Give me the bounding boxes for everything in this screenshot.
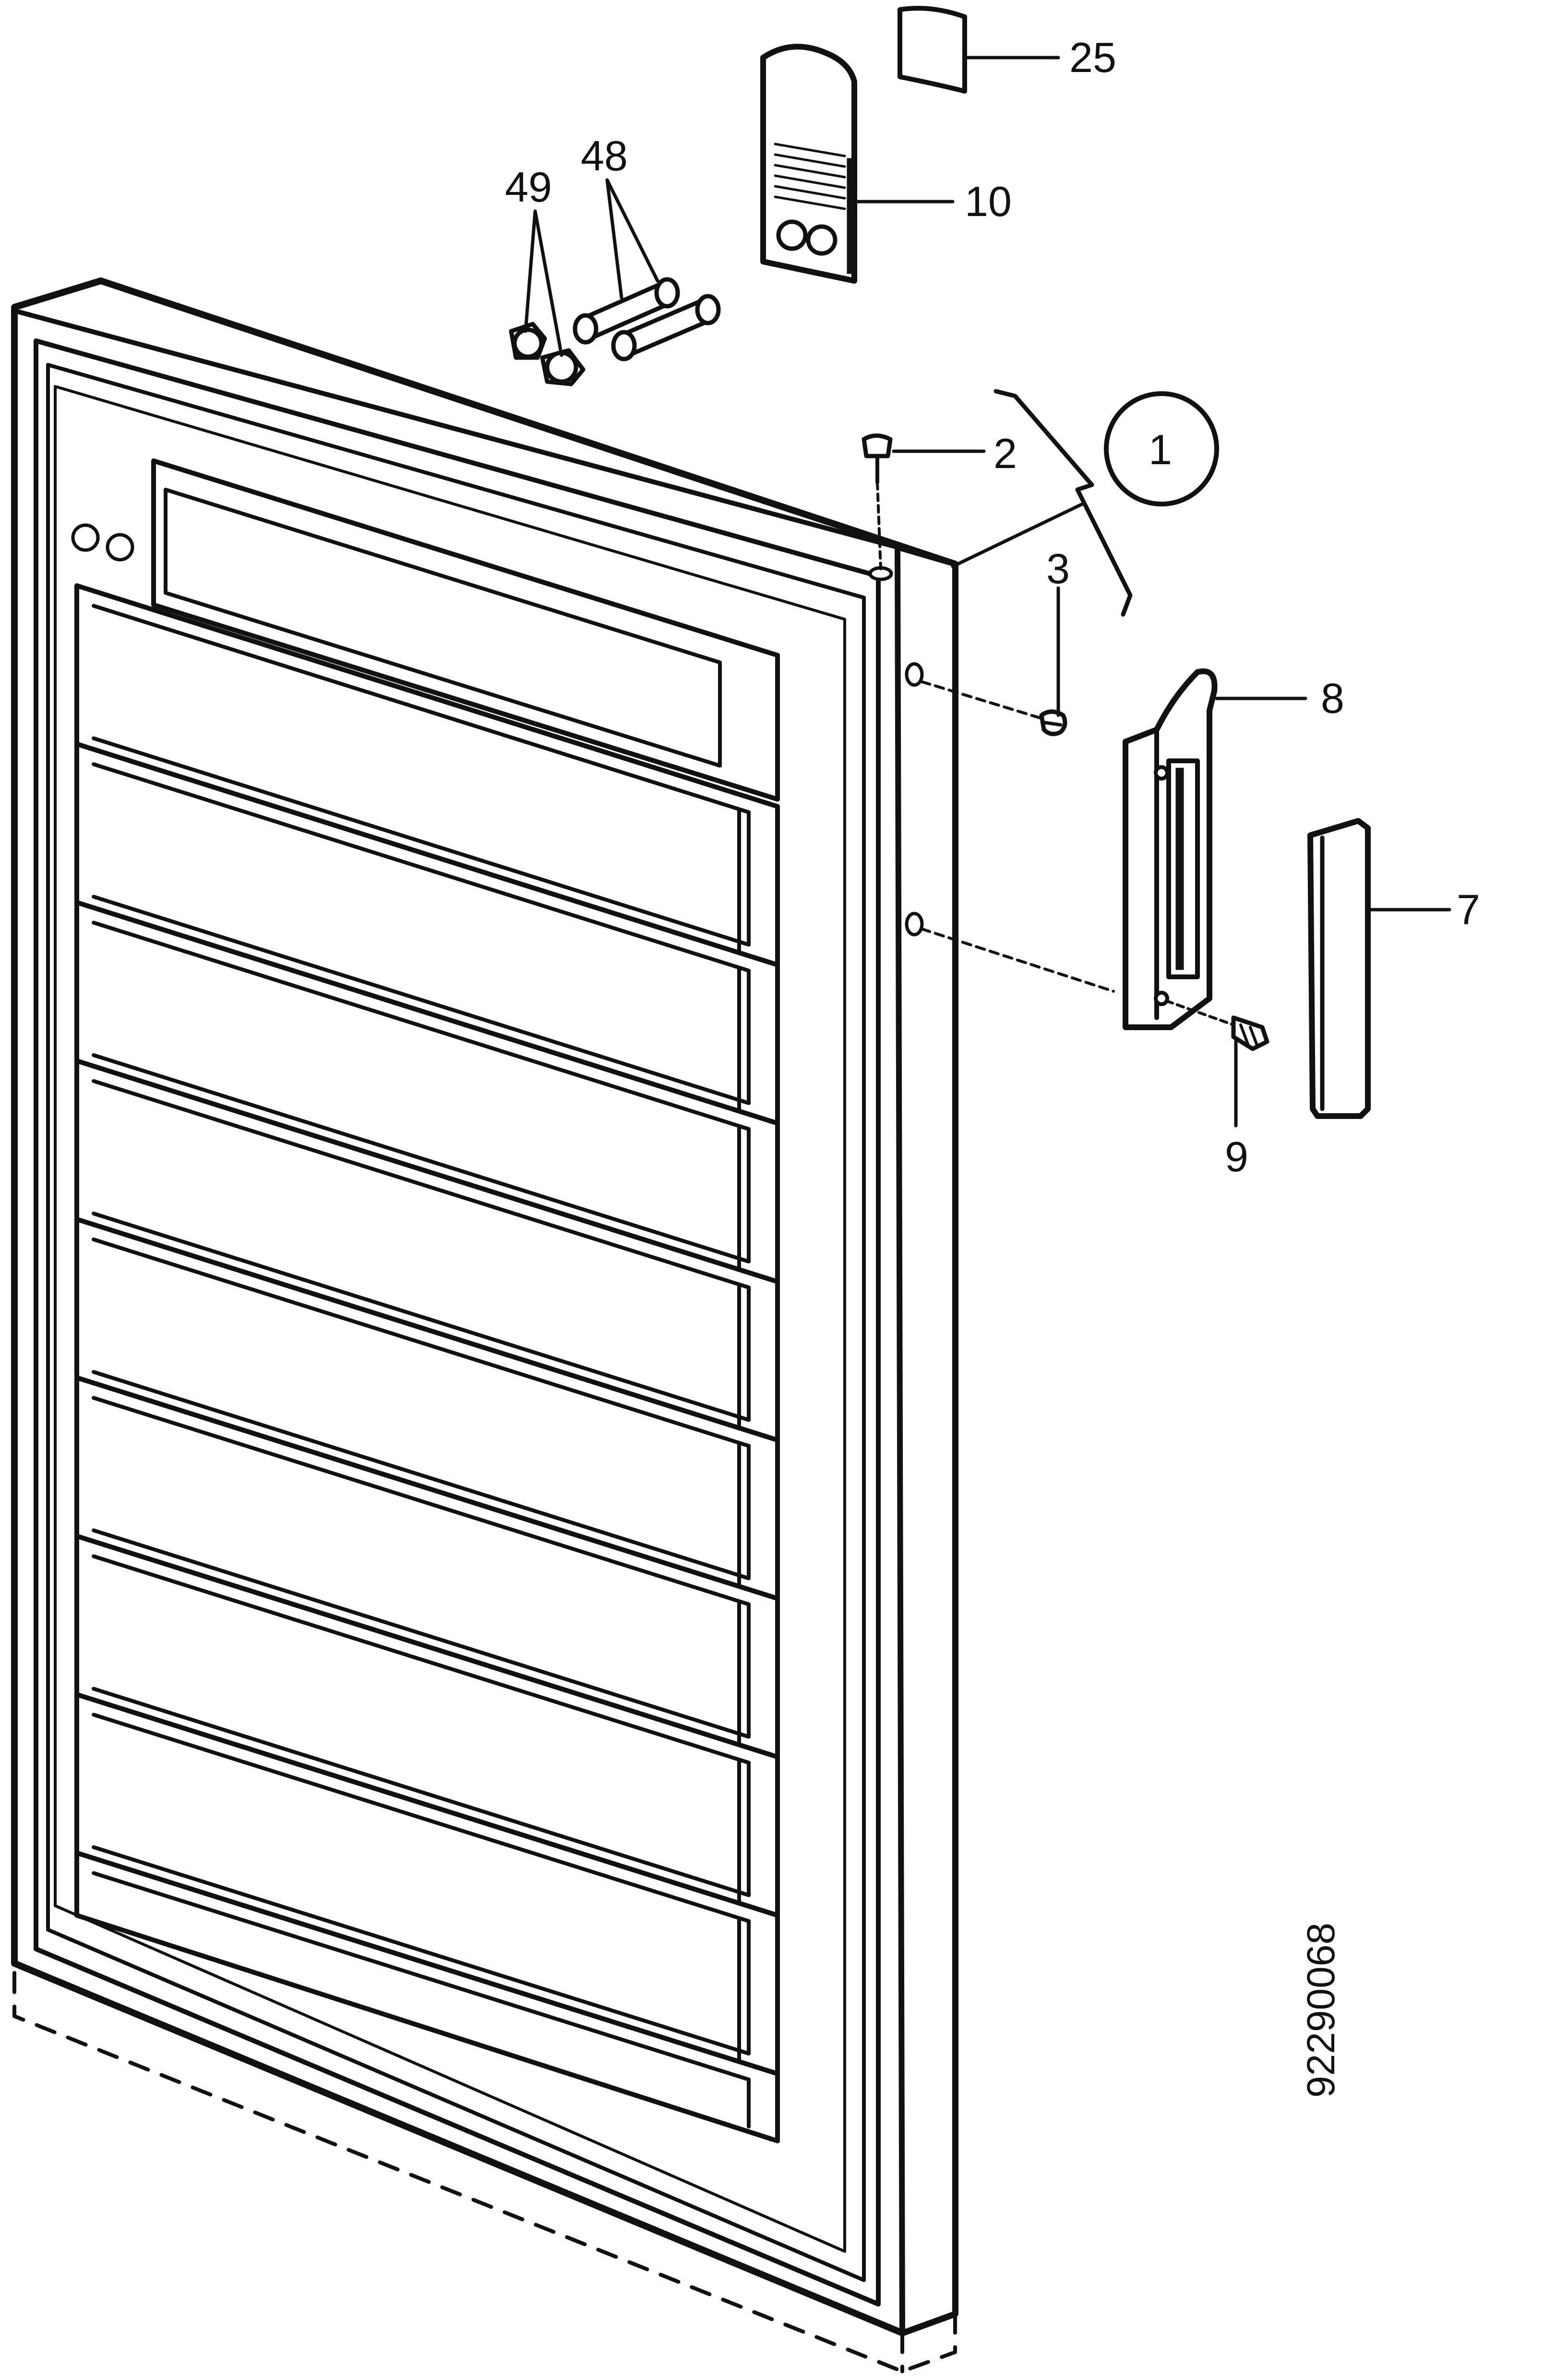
callout-2: 2 [993, 430, 1017, 477]
part-49-lamp-caps [509, 322, 586, 386]
door-hole-right [106, 533, 134, 562]
callout-7: 7 [1457, 886, 1480, 933]
door-hole-left [71, 523, 100, 552]
callout-9: 9 [1225, 1133, 1248, 1180]
part-7-handle-strip [1307, 818, 1371, 1119]
callout-25: 25 [1069, 34, 1116, 81]
callout-10: 10 [965, 178, 1012, 225]
leader-lines [524, 56, 1451, 1128]
callout-3: 3 [1046, 545, 1070, 592]
part-8-hinge-bracket [920, 668, 1218, 1030]
part-25-cap [898, 6, 967, 94]
assembly-bracket [993, 389, 1133, 617]
part-2-pin [862, 433, 893, 570]
callout-8: 8 [1321, 674, 1344, 722]
callout-48: 48 [581, 132, 628, 180]
part-10-panel [760, 44, 857, 284]
part-48-fuses [573, 277, 721, 361]
callout-1: 1 [1149, 426, 1172, 473]
freezer-door [11, 277, 958, 2336]
assembly-number-circle [1104, 391, 1219, 506]
drawing-number: 92290068 [1299, 1923, 1343, 2098]
panel-knob-right [806, 224, 838, 256]
hinge-hole-lower [905, 912, 924, 937]
door-shelf [74, 1851, 780, 2143]
cabinet-outline-dashed [12, 1937, 957, 2373]
part-3-screw [920, 680, 1067, 736]
panel-knob-left [776, 219, 808, 251]
part-9-screw [1165, 999, 1269, 1051]
callout-49: 49 [505, 163, 552, 211]
hinge-hole-upper [905, 662, 924, 687]
door-top-compartment [151, 458, 780, 802]
